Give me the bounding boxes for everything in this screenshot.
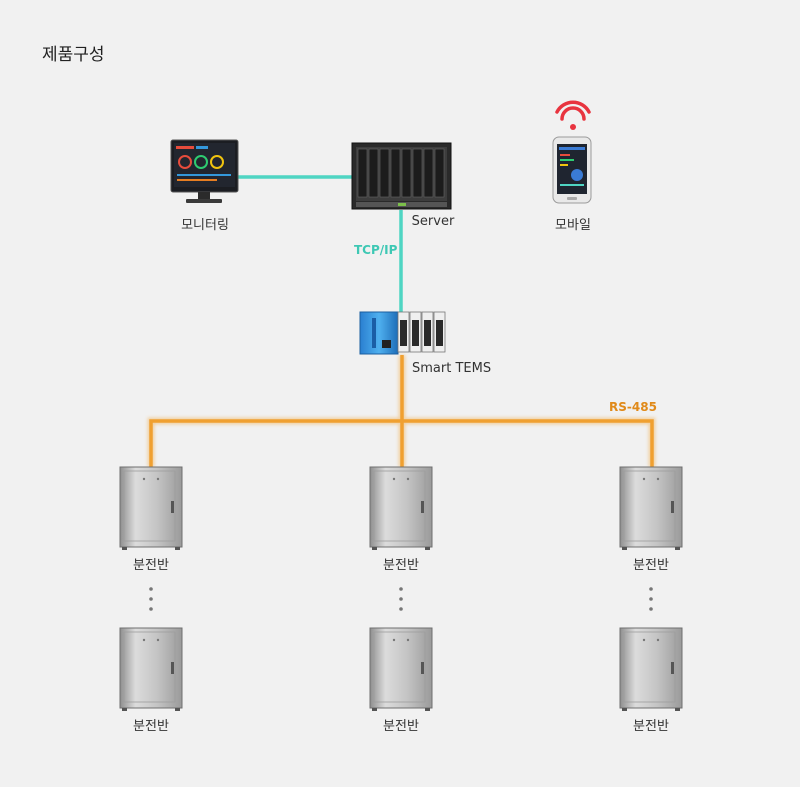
panel-cabinet-bottom-right xyxy=(619,627,683,711)
label-monitoring: 모니터링 xyxy=(181,218,229,233)
page-title: 제품구성 xyxy=(42,45,105,65)
ellipsis-dot xyxy=(649,597,653,601)
panel-cabinet-bottom-left xyxy=(119,627,183,711)
label-panel-top-center: 분전반 xyxy=(383,558,419,573)
ellipsis-dot xyxy=(149,587,153,591)
tcp-connection xyxy=(236,173,405,312)
monitoring-station xyxy=(170,139,239,203)
server-rack xyxy=(351,142,452,210)
label-smart-tems: Smart TEMS xyxy=(412,361,492,376)
label-panel-bottom-right: 분전반 xyxy=(633,719,669,734)
mobile-device xyxy=(552,100,592,204)
ellipsis-dot xyxy=(399,597,403,601)
label-server: Server xyxy=(411,214,455,229)
panel-cabinet-top-right xyxy=(619,466,683,550)
panel-cabinet-top-center xyxy=(369,466,433,550)
panel-cabinet-top-left xyxy=(119,466,183,550)
ellipsis-dot xyxy=(399,607,403,611)
panel-cabinet-bottom-center xyxy=(369,627,433,711)
ellipsis-dot xyxy=(149,597,153,601)
label-panel-bottom-left: 분전반 xyxy=(133,719,169,734)
ellipsis-dot xyxy=(149,607,153,611)
rs485-bus xyxy=(147,355,656,467)
smart-tems-controller xyxy=(359,311,446,355)
label-panel-top-left: 분전반 xyxy=(133,558,169,573)
label-panel-bottom-center: 분전반 xyxy=(383,719,419,734)
ellipsis-dot xyxy=(649,607,653,611)
ellipsis-dots xyxy=(149,587,653,611)
label-rs485: RS-485 xyxy=(609,400,657,414)
distribution-panels xyxy=(119,466,683,711)
ellipsis-dot xyxy=(399,587,403,591)
ellipsis-dot xyxy=(649,587,653,591)
label-mobile: 모바일 xyxy=(555,218,591,233)
label-tcp: TCP/IP xyxy=(354,243,398,257)
label-panel-top-right: 분전반 xyxy=(633,558,669,573)
